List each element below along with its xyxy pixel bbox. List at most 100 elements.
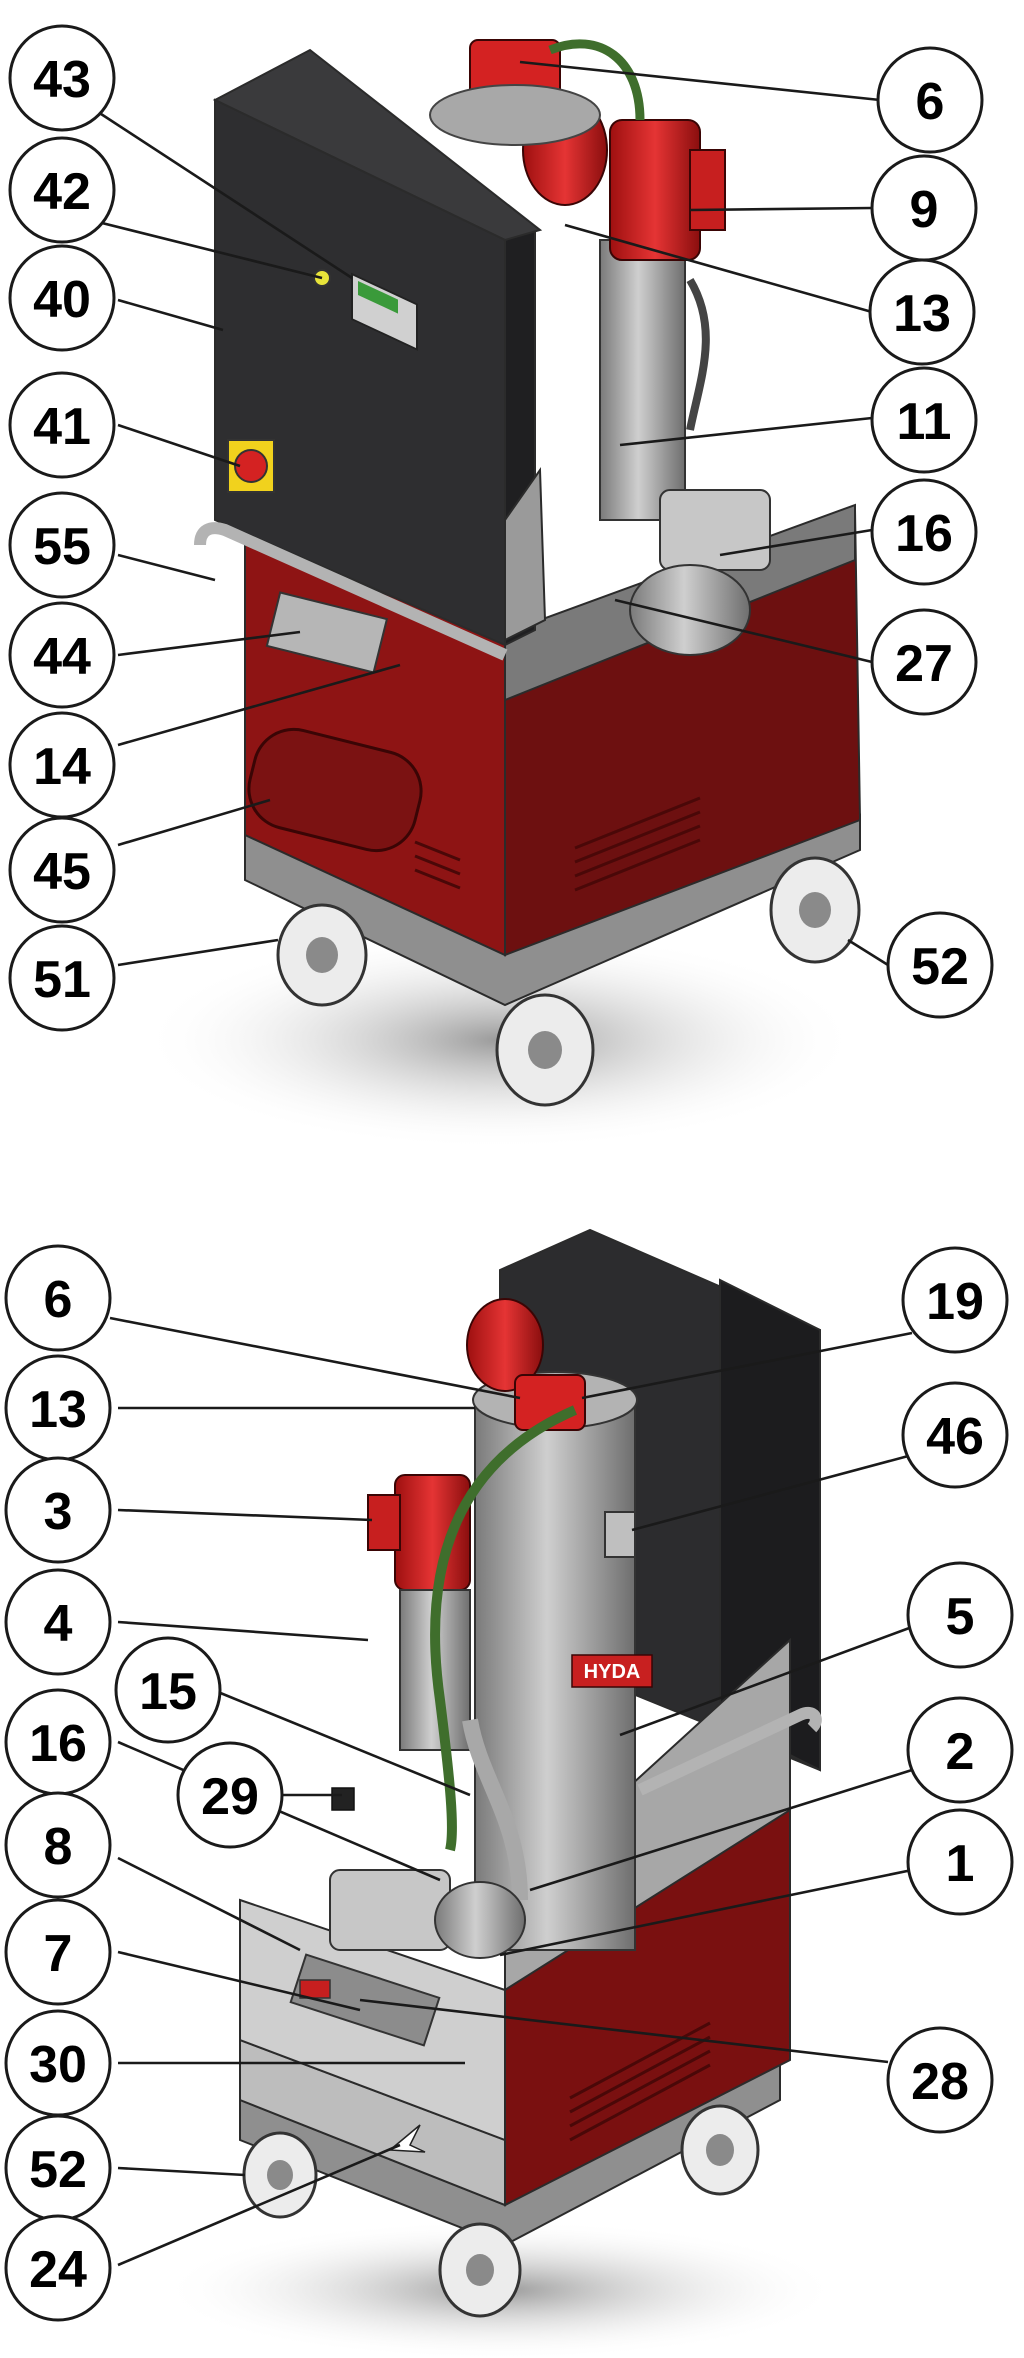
svg-text:42: 42 (33, 163, 91, 221)
svg-text:16: 16 (29, 1715, 87, 1773)
svg-text:8: 8 (44, 1818, 73, 1876)
svg-text:19: 19 (926, 1273, 984, 1331)
callout-19: 19 (901, 1246, 1009, 1354)
svg-text:51: 51 (33, 951, 91, 1009)
svg-text:30: 30 (29, 2036, 87, 2094)
terminal-block (265, 591, 389, 674)
callout-3: 3 (4, 1456, 112, 1564)
vacuum-pump (329, 1869, 451, 1951)
side-bracket (504, 466, 547, 642)
svg-text:29: 29 (201, 1768, 259, 1826)
brand-label-plate (571, 1654, 653, 1688)
callout-11: 11 (870, 366, 978, 474)
svg-text:9: 9 (910, 181, 939, 239)
hose-green (430, 1405, 577, 1852)
callout-16: 16 (870, 478, 978, 586)
callout-42: 42 (8, 136, 116, 244)
callout-8: 8 (4, 1791, 112, 1899)
svg-text:2: 2 (946, 1723, 975, 1781)
castor-wheel-front (438, 2222, 522, 2318)
inspection-window (247, 727, 423, 853)
svg-text:4: 4 (44, 1595, 73, 1653)
svg-text:1: 1 (946, 1835, 975, 1893)
vent-slots (569, 2021, 711, 2142)
svg-text:43: 43 (33, 51, 91, 109)
callout-51: 51 (8, 924, 116, 1032)
callout-52: 52 (886, 911, 994, 1019)
pump-motor-body (609, 119, 701, 261)
hose-return (462, 1718, 528, 1901)
svg-text:6: 6 (44, 1271, 73, 1329)
svg-text:6: 6 (916, 73, 945, 131)
callout-45: 45 (8, 816, 116, 924)
callout-43: 43 (8, 24, 116, 132)
svg-text:27: 27 (895, 635, 953, 693)
svg-text:5: 5 (946, 1588, 975, 1646)
castor-wheel-right (680, 2104, 760, 2196)
castor-wheel-left-rear (276, 903, 368, 1007)
callout-9: 9 (870, 154, 978, 262)
pump-motor-terminal-box (367, 1494, 401, 1551)
callout-13: 13 (4, 1354, 112, 1462)
castor-wheel-front-left (242, 2131, 318, 2219)
hose-green-top (548, 39, 645, 121)
callout-52: 52 (4, 2114, 112, 2222)
callouts-bottom: 6 13 3 4 15 16 29 8 7 30 52 24 19 46 5 2… (4, 1244, 1014, 2322)
main-switch-knob (234, 449, 268, 483)
svg-text:14: 14 (33, 738, 91, 796)
castor-wheel-right (769, 856, 861, 964)
control-cabinet-rear-side (719, 1278, 821, 1772)
callout-27: 27 (870, 608, 978, 716)
callout-29: 29 (176, 1741, 284, 1849)
bottom-view: HYDA (160, 1228, 840, 2358)
svg-text:7: 7 (44, 1925, 73, 1983)
vacuum-pump-motor (434, 1881, 526, 1959)
callout-16: 16 (4, 1688, 112, 1796)
svg-text:52: 52 (29, 2141, 87, 2199)
svg-text:24: 24 (29, 2241, 87, 2299)
callout-5: 5 (906, 1561, 1014, 1669)
callout-2: 2 (906, 1696, 1014, 1804)
callout-55: 55 (8, 491, 116, 599)
brand-label: HYDA (584, 1661, 641, 1683)
callout-40: 40 (8, 244, 116, 352)
svg-text:46: 46 (926, 1408, 984, 1466)
callout-6: 6 (876, 46, 984, 154)
callout-14: 14 (8, 711, 116, 819)
callout-30: 30 (4, 2009, 112, 2117)
top-view (140, 39, 862, 1150)
callout-28: 28 (886, 2026, 994, 2134)
callout-15: 15 (114, 1636, 222, 1744)
svg-text:40: 40 (33, 271, 91, 329)
sight-glass (331, 1787, 355, 1811)
hose-vertical (686, 277, 710, 431)
svg-text:55: 55 (33, 518, 91, 576)
vacuum-pump (659, 489, 771, 571)
vacuum-pump-motor (629, 564, 751, 656)
svg-text:13: 13 (29, 1381, 87, 1439)
valve-red (299, 1979, 331, 1999)
callout-44: 44 (8, 601, 116, 709)
castor-wheel-front (495, 993, 595, 1107)
callout-6: 6 (4, 1244, 112, 1352)
door-latch (604, 1511, 636, 1558)
callout-41: 41 (8, 371, 116, 479)
push-handle-bar (637, 1706, 822, 1796)
callout-7: 7 (4, 1898, 112, 2006)
motor-terminal-box (689, 149, 726, 231)
push-handle-bar (194, 522, 508, 661)
callout-46: 46 (901, 1381, 1009, 1489)
svg-text:41: 41 (33, 398, 91, 456)
callout-1: 1 (906, 1808, 1014, 1916)
filter-bowl-top (429, 84, 601, 146)
callout-13: 13 (868, 258, 976, 366)
svg-text:44: 44 (33, 628, 91, 686)
motor-fan-cover (466, 1298, 544, 1392)
svg-text:45: 45 (33, 843, 91, 901)
svg-text:52: 52 (911, 938, 969, 996)
callout-4: 4 (4, 1568, 112, 1676)
control-display-panel (351, 272, 418, 351)
svg-text:15: 15 (139, 1663, 197, 1721)
svg-text:16: 16 (895, 505, 953, 563)
